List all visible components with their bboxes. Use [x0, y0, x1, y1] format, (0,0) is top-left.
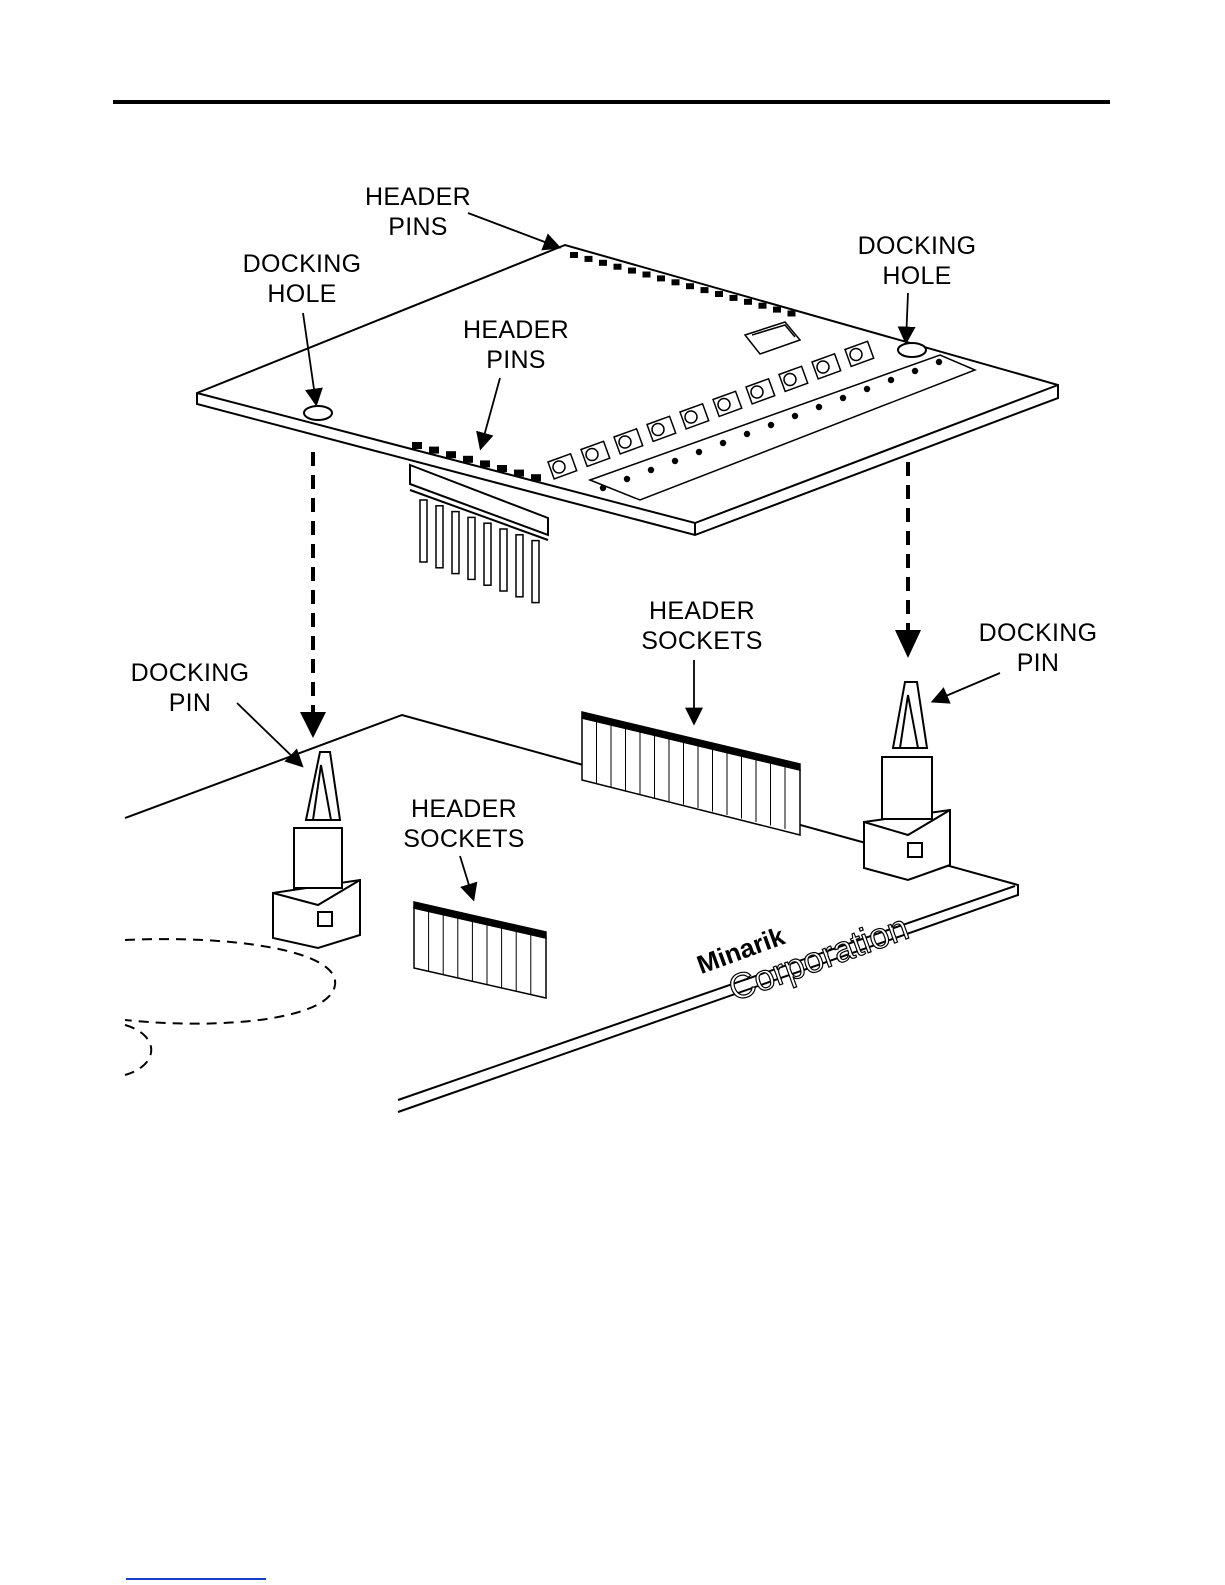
- label-docking-hole-right: DOCKING HOLE: [837, 231, 997, 291]
- label-line: DOCKING: [837, 231, 997, 261]
- terminal-dot: [888, 377, 894, 383]
- label-header-pins-mid: HEADER PINS: [446, 315, 586, 375]
- trimpot-dial: [784, 374, 796, 386]
- header-pin: [701, 287, 709, 293]
- trimpot-dial: [850, 349, 862, 361]
- label-docking-hole-left: DOCKING HOLE: [222, 249, 382, 309]
- right-docking-hole: [898, 343, 926, 357]
- label-docking-pin-right: DOCKING PIN: [958, 618, 1118, 678]
- pin-leg: [484, 523, 491, 585]
- left-drop-arrowhead: [300, 712, 326, 738]
- pin-leg: [516, 535, 523, 597]
- label-line: PIN: [958, 648, 1118, 678]
- header-sockets-lower-block: [414, 902, 546, 998]
- pin-leg: [532, 541, 539, 603]
- footer-link-underline[interactable]: [126, 1578, 266, 1580]
- header-pin: [628, 268, 636, 274]
- header-pin: [570, 252, 578, 258]
- label-line: SOCKETS: [622, 626, 782, 656]
- terminal-dot: [864, 386, 870, 392]
- header-pin: [429, 447, 439, 454]
- terminal-dot: [720, 440, 726, 446]
- label-line: PINS: [446, 345, 586, 375]
- label-line: DOCKING: [110, 658, 270, 688]
- terminal-dot: [624, 476, 630, 482]
- label-header-sockets-lower: HEADER SOCKETS: [384, 794, 544, 854]
- label-header-sockets-upper: HEADER SOCKETS: [622, 596, 782, 656]
- terminal-dot: [768, 422, 774, 428]
- trimpot-dial: [619, 436, 631, 448]
- header-pin: [614, 264, 622, 270]
- terminal-dot: [648, 467, 654, 473]
- terminal-dot: [840, 395, 846, 401]
- trimpot-dial: [751, 386, 763, 398]
- label-docking-pin-left: DOCKING PIN: [110, 658, 270, 718]
- pin-leg: [436, 506, 443, 568]
- left-docking-hole: [304, 406, 332, 420]
- trimpot-dial: [586, 449, 598, 461]
- header-pin: [773, 307, 781, 313]
- header-pin: [514, 470, 524, 477]
- label-line: DOCKING: [222, 249, 382, 279]
- terminal-dot: [696, 449, 702, 455]
- terminal-dot: [816, 404, 822, 410]
- header-pin: [463, 456, 473, 463]
- terminal-dot: [912, 368, 918, 374]
- header-pin: [446, 451, 456, 458]
- trimpot-dial: [652, 424, 664, 436]
- header-sockets-upper-block: [582, 712, 800, 835]
- header-pin: [412, 442, 422, 449]
- pin-leg: [500, 529, 507, 591]
- header-pin: [531, 474, 541, 481]
- board-branding: Minarik Corporation: [693, 880, 914, 1017]
- docking-pin-left-part: [273, 752, 360, 948]
- trimpot-dial: [718, 399, 730, 411]
- header-pin: [730, 295, 738, 301]
- label-line: HEADER: [446, 315, 586, 345]
- label-line: SOCKETS: [384, 824, 544, 854]
- terminal-dot: [936, 359, 942, 365]
- header-pin: [657, 275, 665, 281]
- main-board-dashed-outlines: [125, 939, 335, 1075]
- header-pin: [497, 465, 507, 472]
- header-pin: [672, 279, 680, 285]
- header-pin: [643, 272, 651, 278]
- header-pin: [480, 460, 490, 467]
- label-line: HOLE: [222, 279, 382, 309]
- label-line: HOLE: [837, 261, 997, 291]
- header-pin: [759, 303, 767, 309]
- pin-leg: [420, 500, 427, 562]
- label-line: HEADER: [348, 182, 488, 212]
- header-pin: [599, 260, 607, 266]
- terminal-dot: [744, 431, 750, 437]
- label-line: HEADER: [384, 794, 544, 824]
- pin-leg: [452, 512, 459, 574]
- trimpot-dial: [817, 361, 829, 373]
- label-header-pins-top: HEADER PINS: [348, 182, 488, 242]
- trimpot-dial: [553, 461, 565, 473]
- header-pin: [715, 291, 723, 297]
- pin-leg: [468, 517, 475, 579]
- header-pin: [788, 311, 796, 317]
- trimpot-dial: [685, 411, 697, 423]
- right-drop-arrowhead: [895, 630, 921, 658]
- header-pin: [744, 299, 752, 305]
- label-line: PIN: [110, 688, 270, 718]
- label-line: PINS: [348, 212, 488, 242]
- terminal-dot: [672, 458, 678, 464]
- label-line: DOCKING: [958, 618, 1118, 648]
- terminal-dot: [792, 413, 798, 419]
- label-line: HEADER: [622, 596, 782, 626]
- docking-pin-right-part: [864, 682, 950, 880]
- header-pin: [585, 256, 593, 262]
- header-pin: [686, 283, 694, 289]
